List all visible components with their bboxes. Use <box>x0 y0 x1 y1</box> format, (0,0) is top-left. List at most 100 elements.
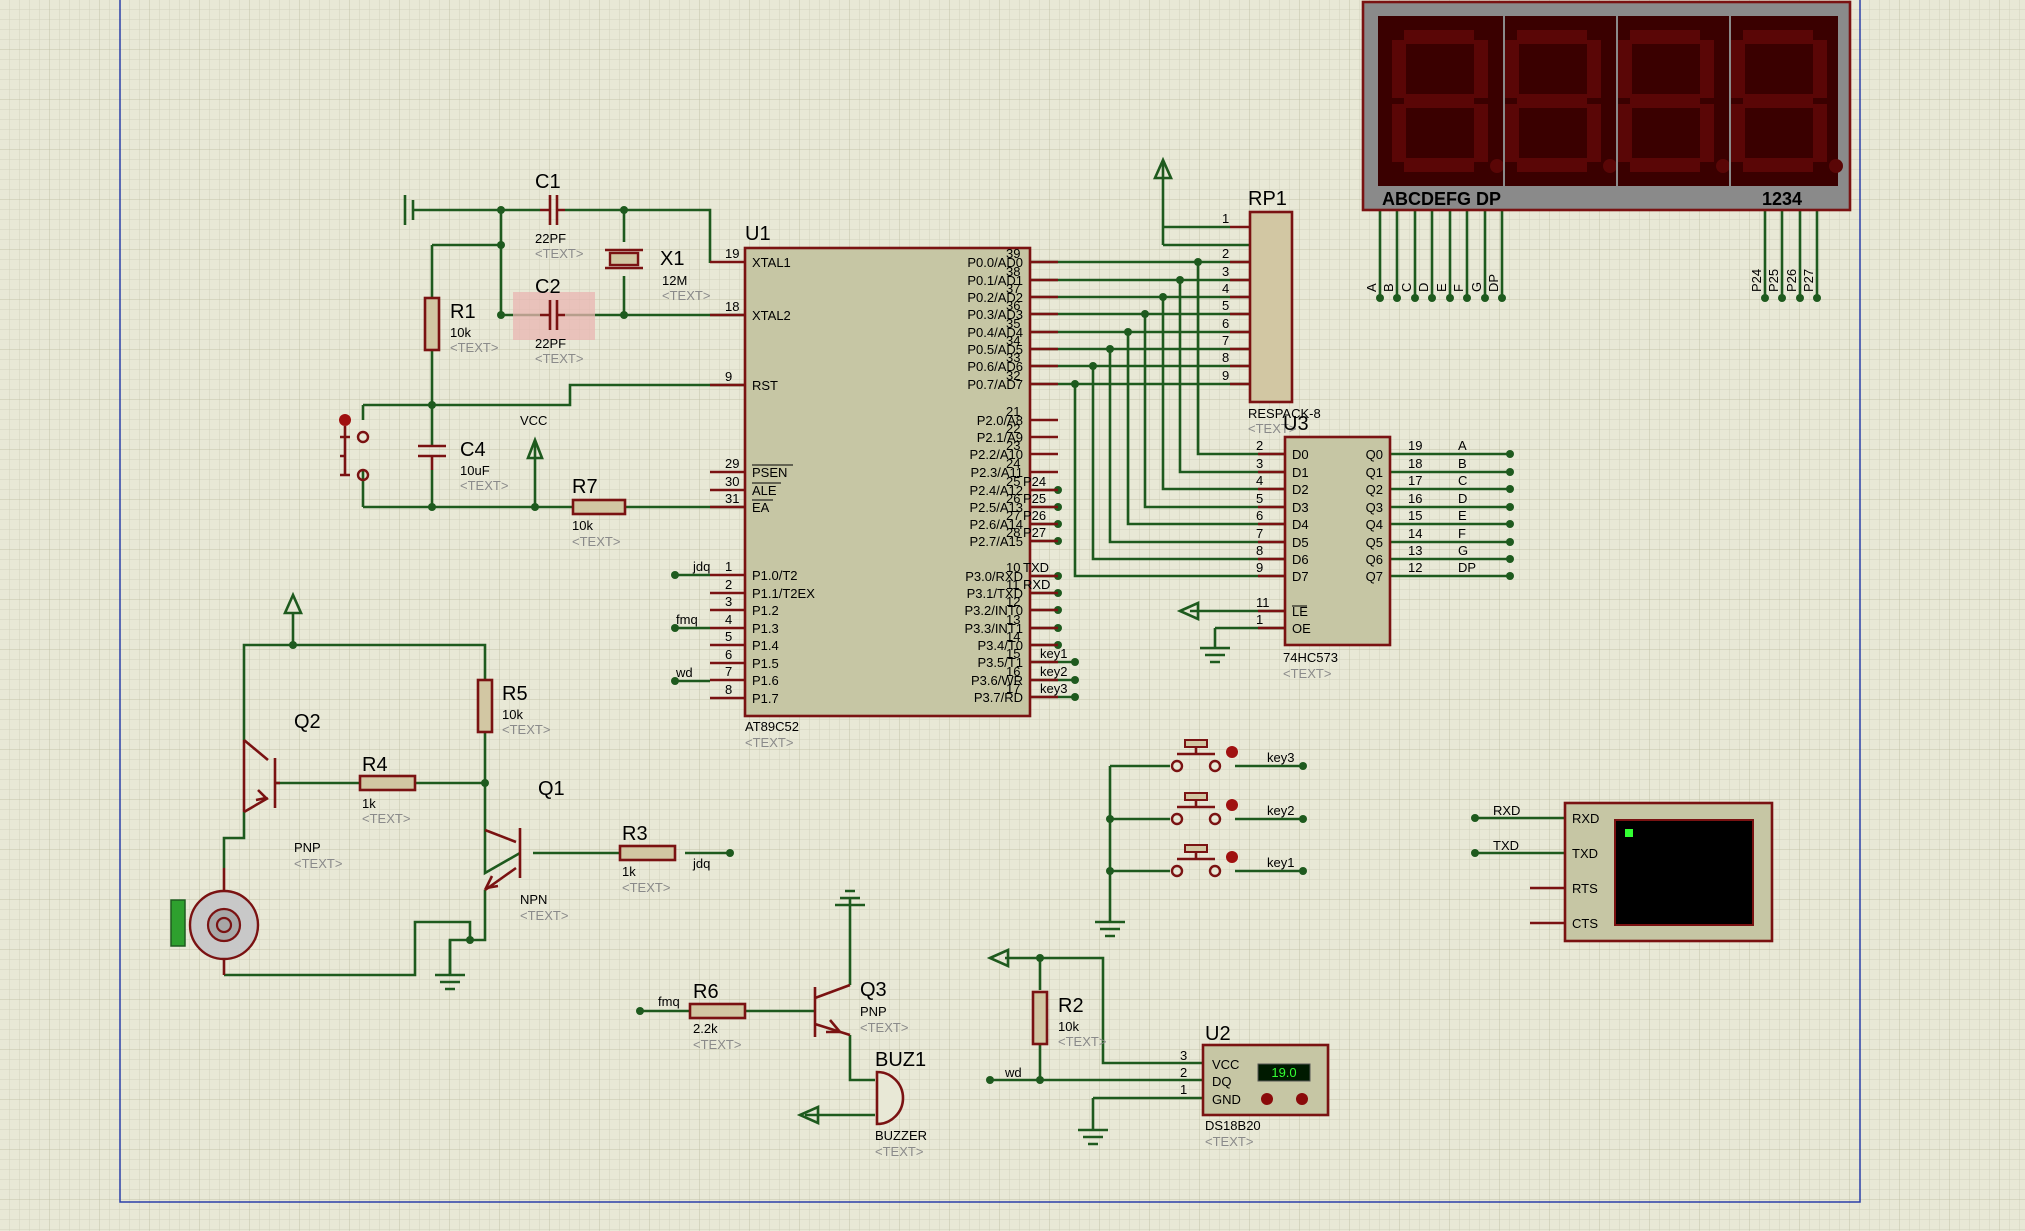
reset-button[interactable] <box>339 414 370 482</box>
key-switch[interactable]: key1 <box>1170 844 1294 878</box>
segment <box>1630 30 1700 44</box>
u3-output-net-label: D <box>1458 491 1467 506</box>
capacitor-c4[interactable]: C4 10uF <TEXT> <box>418 439 508 493</box>
q2-ref: Q2 <box>294 711 321 733</box>
u1-pin-name: P1.4 <box>752 638 779 653</box>
sensor-u2-ds18b20[interactable]: U2 DS18B20 <TEXT> VCC DQ GND 3 2 1 19.0 <box>1180 1023 1330 1149</box>
u1-pin-name: P2.7/A15 <box>970 534 1024 549</box>
u1-net-labels: P24 P25 P26 P27 TXD RXD key1 key2 key3 j… <box>675 474 1067 696</box>
resistor-r4[interactable]: R4 1k <TEXT> <box>358 754 417 826</box>
r3-value: 1k <box>622 864 636 879</box>
r7-text: <TEXT> <box>572 534 620 549</box>
key-switch[interactable]: key3 <box>1170 739 1294 773</box>
u1-pin-name: P3.7/RD <box>974 690 1023 705</box>
resistor-r6[interactable]: R6 2.2k <TEXT> <box>688 981 747 1052</box>
u3-pin-number: 19 <box>1408 438 1422 453</box>
net-label-p25: P25 <box>1023 491 1046 506</box>
u1-pin-name: P1.2 <box>752 603 779 618</box>
rp1-ref: RP1 <box>1248 188 1287 210</box>
capacitor-c2[interactable]: C2 22PF <TEXT> <box>513 276 595 366</box>
u3-latch[interactable]: U3 74HC573 <TEXT> 2D03D14D25D36D47D58D69… <box>1256 413 1476 681</box>
resistor-r7[interactable]: R7 10k <TEXT> <box>571 476 627 549</box>
rp1-pin-number: 5 <box>1222 298 1229 313</box>
u1-pin-number: 24 <box>1006 456 1020 471</box>
transistor-q1[interactable]: Q1 NPN <TEXT> <box>483 778 568 923</box>
u2-decrement-button[interactable] <box>1261 1093 1273 1105</box>
u1-pin-number: 18 <box>725 299 739 314</box>
net-label-p26: P26 <box>1023 508 1046 523</box>
u1-part: AT89C52 <box>745 719 799 734</box>
net-label-rxd: RXD <box>1023 577 1050 592</box>
u3-output-net-label: A <box>1458 438 1467 453</box>
q3-text: <TEXT> <box>860 1020 908 1035</box>
display-segment-net: F <box>1451 284 1466 292</box>
u1-pin-name: PSEN <box>752 465 787 480</box>
resistor-r2[interactable]: R2 10k <TEXT> <box>1031 990 1106 1049</box>
virtual-terminal[interactable]: RXD TXD RTS CTS <box>1530 801 1774 943</box>
u1-pin-name: P3.5/T1 <box>977 655 1023 670</box>
rp1-part: RESPACK-8 <box>1248 406 1321 421</box>
rp1-pin-number: 9 <box>1222 368 1229 383</box>
net-label-txd: TXD <box>1023 560 1049 575</box>
u1-pin-name: P2.5/A13 <box>970 500 1024 515</box>
u3-pin-number: 13 <box>1408 543 1422 558</box>
capacitor-c1[interactable]: C1 22PF <TEXT> <box>535 171 583 261</box>
segment <box>1392 40 1406 98</box>
crystal-x1[interactable]: X1 12M <TEXT> <box>605 248 710 303</box>
u1-pin-name: P3.6/WR <box>971 673 1023 688</box>
ground-symbol-q3 <box>835 889 865 907</box>
resistor-r5[interactable]: R5 10k <TEXT> <box>476 678 550 737</box>
display-digit-net: P24 <box>1749 269 1764 292</box>
resistor-r3[interactable]: R3 1k <TEXT> <box>618 823 677 895</box>
u3-pin-number: 11 <box>1256 595 1270 610</box>
r2-text: <TEXT> <box>1058 1034 1106 1049</box>
buzzer-buz1[interactable]: BUZ1 BUZZER <TEXT> <box>875 1049 927 1159</box>
u1-pin-name: P1.0/T2 <box>752 568 798 583</box>
u2-pin-dq: DQ <box>1212 1074 1232 1089</box>
resistor-r1[interactable]: R1 10k <TEXT> <box>423 296 498 355</box>
rp1-text: <TEXT> <box>1248 421 1296 436</box>
u1-pin-number: 38 <box>1006 264 1020 279</box>
q1-ref: Q1 <box>538 778 565 800</box>
transistor-q2[interactable]: Q2 PNP <TEXT> <box>242 711 342 871</box>
u3-pin-name: D6 <box>1292 552 1309 567</box>
rp1-pin-number: 8 <box>1222 350 1229 365</box>
u1-mcu[interactable]: U1 AT89C52 <TEXT> 19XTAL118XTAL29RST29PS… <box>710 223 1058 750</box>
fmq-net-label: fmq <box>658 994 680 1009</box>
power-arrow-rp1 <box>1152 156 1174 180</box>
u1-pin-number: 14 <box>1006 629 1020 644</box>
r5-ref: R5 <box>502 683 528 705</box>
u1-pin-number: 16 <box>1006 664 1020 679</box>
u1-pin-number: 8 <box>725 682 732 697</box>
u2-increment-button[interactable] <box>1296 1093 1308 1105</box>
segment <box>1743 158 1813 172</box>
u1-pin-number: 6 <box>725 647 732 662</box>
u1-pin-name: XTAL1 <box>752 255 791 270</box>
key-switches[interactable]: key3 key2 key1 <box>1170 739 1294 878</box>
q3-ref: Q3 <box>860 979 887 1001</box>
segment <box>1813 104 1827 162</box>
transistor-q3[interactable]: Q3 PNP <TEXT> <box>813 979 908 1037</box>
q2-text: <TEXT> <box>294 856 342 871</box>
u3-pin-name: Q7 <box>1366 569 1383 584</box>
motor[interactable] <box>170 868 260 975</box>
ground-symbol-keys <box>1095 920 1125 938</box>
u3-pin-number: 15 <box>1408 508 1422 523</box>
u3-pin-name: OE <box>1292 621 1311 636</box>
key-switch[interactable]: key2 <box>1170 792 1294 826</box>
u3-pin-number: 9 <box>1256 560 1263 575</box>
u1-pin-name: P0.5/AD5 <box>967 342 1023 357</box>
u1-pin-name: P0.7/AD7 <box>967 377 1023 392</box>
segment <box>1505 104 1519 162</box>
terminal-pin-txd: TXD <box>1572 846 1598 861</box>
u1-pin-name: P0.4/AD4 <box>967 325 1023 340</box>
u1-pin-name: P0.3/AD3 <box>967 307 1023 322</box>
segment <box>1731 104 1745 162</box>
u2-text: <TEXT> <box>1205 1134 1253 1149</box>
u2-ref: U2 <box>1205 1023 1231 1045</box>
x1-text: <TEXT> <box>662 288 710 303</box>
segment <box>1743 30 1813 44</box>
